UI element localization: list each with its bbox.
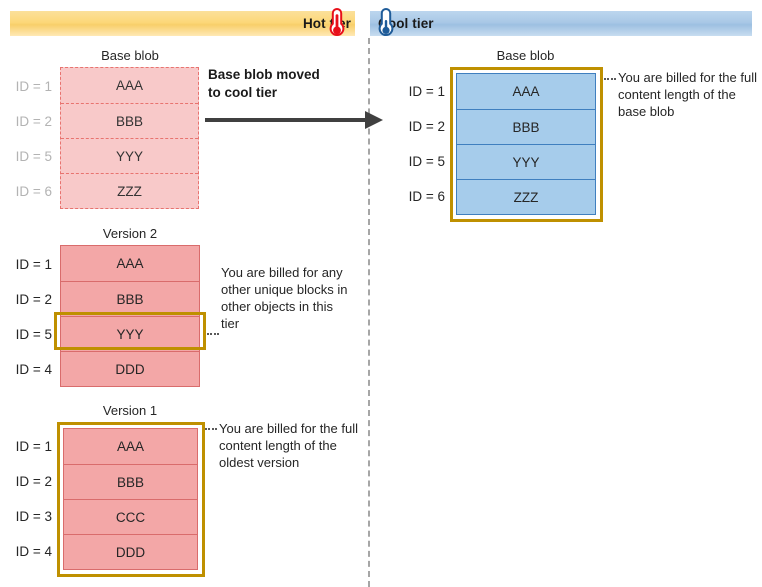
hot-version2-title: Version 2	[102, 226, 158, 241]
block-row: AAA	[457, 74, 595, 109]
id-label: ID = 5	[15, 327, 52, 342]
leader-line	[207, 333, 219, 336]
id-label: ID = 5	[408, 154, 445, 169]
id-label: ID = 6	[408, 189, 445, 204]
hot-base-blob: AAA BBB YYY ZZZ	[60, 67, 199, 209]
block-row: ZZZ	[457, 179, 595, 214]
hot-version1-title: Version 1	[102, 403, 158, 418]
block-row: BBB	[61, 281, 199, 316]
hot-version2-block: AAA BBB YYY DDD	[60, 245, 200, 387]
cool-tier-header: Cool tier	[370, 11, 752, 36]
block-row: BBB	[457, 109, 595, 144]
id-label: ID = 4	[15, 544, 52, 559]
block-row: AAA	[115, 78, 143, 93]
version2-note: You are billed for any other unique bloc…	[221, 265, 348, 331]
id-label: ID = 1	[15, 257, 52, 272]
id-label: ID = 6	[15, 184, 52, 199]
cool-base-blob: AAA BBB YYY ZZZ	[456, 73, 596, 215]
hot-tier-header: Hot tier	[10, 11, 355, 36]
block-row: DDD	[64, 534, 197, 569]
hot-version2-id-column: ID = 1 ID = 2 ID = 5 ID = 4	[0, 245, 52, 385]
cool-base-blob-title: Base blob	[496, 48, 555, 63]
id-label: ID = 1	[15, 79, 52, 94]
leader-line	[604, 78, 616, 81]
block-row: AAA	[61, 246, 199, 281]
thermometer-cool-icon	[378, 7, 394, 36]
tier-transition-arrow: Base blob moved to cool tier	[205, 66, 383, 132]
hot-version1-id-column: ID = 1 ID = 2 ID = 3 ID = 4	[0, 425, 52, 567]
version1-note: You are billed for the full content leng…	[219, 421, 359, 470]
block-row: DDD	[61, 351, 199, 386]
id-label: ID = 1	[15, 439, 52, 454]
id-label: ID = 2	[408, 119, 445, 134]
id-label: ID = 2	[15, 114, 52, 129]
leader-line	[205, 428, 217, 431]
transition-label: Base blob moved to cool tier	[208, 66, 358, 102]
arrow-right-icon	[205, 111, 383, 129]
id-label: ID = 2	[15, 474, 52, 489]
id-label: ID = 2	[15, 292, 52, 307]
thermometer-hot-icon	[329, 7, 345, 36]
block-row: YYY	[61, 138, 198, 173]
id-label: ID = 5	[15, 149, 52, 164]
transition-label-line1: Base blob moved	[208, 67, 320, 82]
hot-base-blob-title: Base blob	[101, 48, 159, 63]
id-label: ID = 1	[408, 84, 445, 99]
hot-version1-block: AAA BBB CCC DDD	[63, 428, 198, 570]
block-row: AAA	[64, 429, 197, 464]
cool-base-blob-id-column: ID = 1 ID = 2 ID = 5 ID = 6	[393, 70, 445, 212]
block-row: YYY	[457, 144, 595, 179]
cool-base-blob-note: You are billed for the full content leng…	[618, 70, 758, 119]
block-row: BBB	[61, 103, 198, 138]
hot-base-blob-id-column: ID = 1 ID = 2 ID = 5 ID = 6	[0, 67, 52, 211]
tier-divider	[368, 38, 370, 587]
id-label: ID = 4	[15, 362, 52, 377]
block-row: YYY	[61, 316, 199, 351]
block-row: ZZZ	[61, 173, 198, 208]
transition-label-line2: to cool tier	[208, 85, 278, 100]
block-row: CCC	[64, 499, 197, 534]
id-label: ID = 3	[15, 509, 52, 524]
block-row: BBB	[64, 464, 197, 499]
